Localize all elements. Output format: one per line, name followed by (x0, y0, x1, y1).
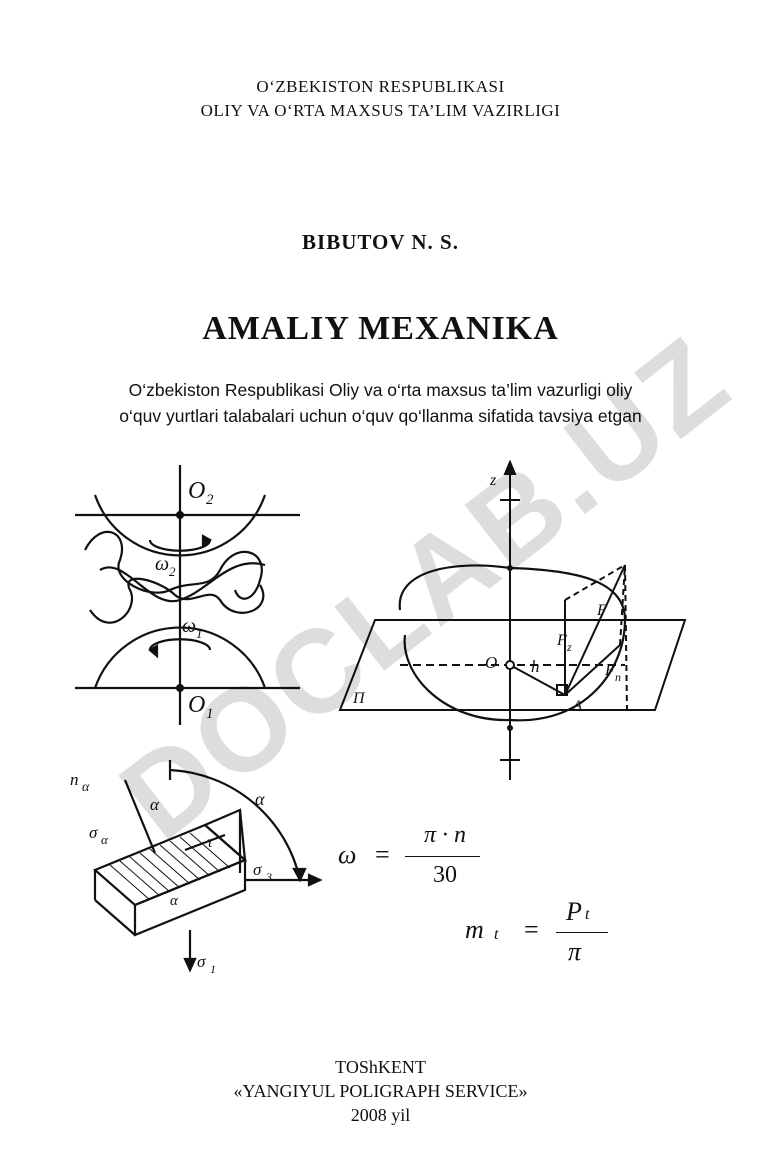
alpha-label-1: α (150, 795, 160, 814)
h-label: h (531, 657, 540, 676)
pi-symbol: π (568, 937, 582, 966)
formula-numerator: π · n (423, 822, 467, 848)
w1-label: ω (182, 615, 196, 637)
moment-sub: t (494, 926, 499, 943)
fn-label: F (604, 662, 615, 679)
o1-sub: 1 (206, 706, 214, 722)
fn-sub: n (615, 670, 621, 684)
alpha-label-2: α (255, 789, 265, 809)
tau-label: τ (207, 834, 214, 851)
fz-label: F (556, 632, 567, 649)
w2-sub: 2 (169, 564, 176, 579)
prism-stress-figure: n α α α σ α τ α σ 3 σ 1 (70, 760, 323, 976)
sigma-1-label: σ (197, 952, 206, 971)
sigma-3-sub: 3 (265, 870, 272, 884)
o2-sub: 2 (206, 492, 214, 508)
w2-label: ω (155, 553, 169, 575)
f-label: F (596, 602, 607, 619)
alpha-label-3: α (170, 893, 179, 909)
power-sub: t (585, 906, 590, 923)
fraction-bar-2 (556, 932, 608, 933)
equals-sign-1: = (375, 840, 390, 869)
sigma-alpha-label: σ (89, 823, 98, 842)
sigma-1-sub: 1 (210, 962, 216, 976)
sigma-alpha-sub: α (101, 832, 109, 847)
a-point-label: A (572, 698, 583, 714)
w1-sub: 1 (196, 626, 203, 641)
footer-city: TOShKENT (335, 1057, 426, 1077)
o-point-label: O (485, 653, 497, 672)
footer-year: 2008 yil (350, 1105, 411, 1125)
fz-sub: z (566, 640, 572, 654)
equals-sign-2: = (524, 915, 539, 944)
sigma-3-label: σ (253, 860, 262, 879)
formula-denominator: 30 (433, 862, 457, 888)
power-symbol: P (566, 897, 582, 926)
footer-publisher: «YANGIYUL POLIGRAPH SERVICE» (233, 1081, 528, 1101)
o1-label: O (188, 692, 205, 718)
n-label: n (70, 770, 79, 789)
subtitle-line-2: o‘quv yurtlari talabalari uchun o‘quv qo… (119, 406, 642, 426)
author-name: BIBUTOV N. S. (302, 230, 459, 254)
book-title: AMALIY MEXANIKA (202, 310, 559, 347)
omega-symbol: ω (338, 840, 357, 869)
rotating-body-figure: z O h A F F z F n П (338, 460, 687, 780)
fraction-bar-1 (405, 856, 480, 857)
z-axis-label: z (489, 472, 497, 489)
gear-mesh-figure: O 2 ω 2 ω 1 O 1 (75, 465, 300, 725)
plane-label: П (352, 690, 366, 707)
n-sub: α (82, 780, 90, 795)
subtitle-line-1: O‘zbekiston Respublikasi Oliy va o‘rta m… (128, 380, 633, 400)
o2-label: O (188, 478, 205, 504)
moment-symbol: m (465, 915, 484, 944)
ministry-line-2: OLIY VA O‘RTA MAXSUS TA’LIM VAZIRLIGI (200, 101, 561, 120)
ministry-line-1: O‘ZBEKISTON RESPUBLIKASI (256, 77, 505, 96)
